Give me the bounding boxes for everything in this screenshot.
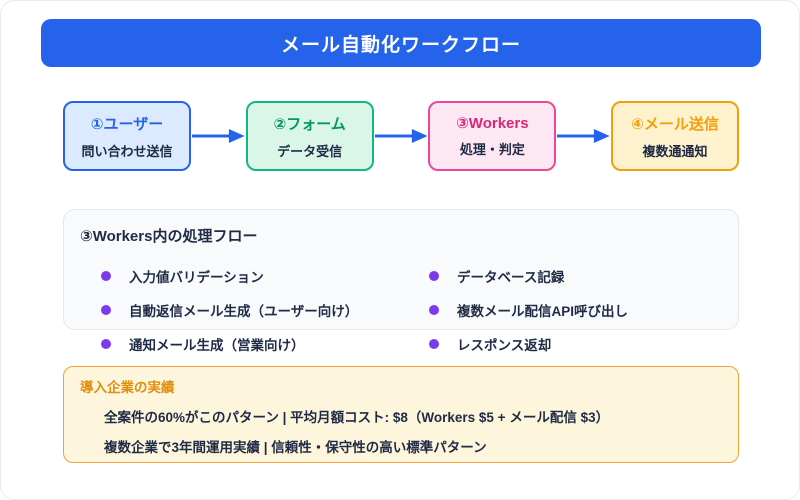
- results-panel-title: 導入企業の実績: [80, 380, 175, 395]
- flow-step-subtitle: 処理・判定: [459, 142, 525, 157]
- workers-panel-title: ③Workers内の処理フロー: [80, 228, 258, 245]
- flow-step-form: ②フォーム データ受信: [245, 101, 374, 171]
- flow-step-title: ①ユーザー: [90, 115, 164, 133]
- workers-step-item: 自動返信メール生成（ユーザー向け）: [101, 299, 429, 320]
- workers-step-item: データベース記録: [429, 265, 739, 286]
- flow-step-title: ④メール送信: [631, 115, 719, 133]
- flow-step-title: ②フォーム: [273, 115, 346, 133]
- flow-step-title: ③Workers: [456, 115, 529, 132]
- workers-step-item: 入力値バリデーション: [101, 265, 429, 286]
- workers-step-label: 入力値バリデーション: [129, 269, 264, 285]
- arrow-right-icon: [192, 129, 245, 143]
- workers-step-item: レスポンス返却: [429, 333, 739, 354]
- bullet-dot-icon: [101, 338, 111, 349]
- flow-step-user: ①ユーザー 問い合わせ送信: [63, 101, 191, 171]
- workers-step-label: レスポンス返却: [457, 337, 552, 353]
- workers-step-label: 自動返信メール生成（ユーザー向け）: [129, 303, 359, 319]
- flow-row: ①ユーザー 問い合わせ送信 ②フォーム データ受信 ③Workers 処理・判定: [63, 101, 740, 171]
- page-title: メール自動化ワークフロー: [280, 34, 521, 56]
- flow-step-subtitle: データ受信: [277, 143, 343, 159]
- workers-step-label: 通知メール生成（営業向け）: [129, 337, 305, 353]
- bullet-dot-icon: [429, 338, 439, 349]
- flow-arrow-icon: [374, 101, 429, 171]
- workers-step-label: データベース記録: [457, 269, 565, 285]
- header-banner: メール自動化ワークフロー: [41, 19, 761, 67]
- flow-step-subtitle: 問い合わせ送信: [81, 143, 173, 159]
- workers-panel: ③Workers内の処理フロー: [63, 209, 739, 330]
- arrow-right-icon: [557, 129, 611, 143]
- flow-arrow-icon: [556, 101, 611, 171]
- workers-step-label: 複数メール配信API呼び出し: [457, 303, 629, 319]
- bullet-dot-icon: [101, 270, 111, 281]
- workers-step-item: 複数メール配信API呼び出し: [429, 299, 739, 320]
- arrow-right-icon: [374, 129, 428, 143]
- workers-steps-list: 入力値バリデーション 自動返信メール生成（ユーザー向け） 通知メール生成（営業向…: [101, 265, 739, 354]
- results-line: 全案件の60%がこのパターン | 平均月額コスト: $8（Workers $5 …: [104, 410, 610, 425]
- flow-step-workers: ③Workers 処理・判定: [428, 101, 557, 171]
- bullet-dot-icon: [429, 270, 439, 281]
- flow-step-mail-send: ④メール送信 複数通通知: [611, 101, 740, 171]
- results-panel: 導入企業の実績 全案件の60%がこのパターン | 平均月額コスト: $8（Wor…: [63, 366, 739, 463]
- bullet-dot-icon: [101, 304, 111, 315]
- flow-step-subtitle: 複数通通知: [642, 143, 708, 159]
- workers-step-item: 通知メール生成（営業向け）: [101, 333, 429, 354]
- bullet-dot-icon: [429, 304, 439, 315]
- results-line: 複数企業で3年間運用実績 | 信頼性・保守性の高い標準パターン: [104, 440, 487, 455]
- flow-arrow-icon: [191, 101, 246, 171]
